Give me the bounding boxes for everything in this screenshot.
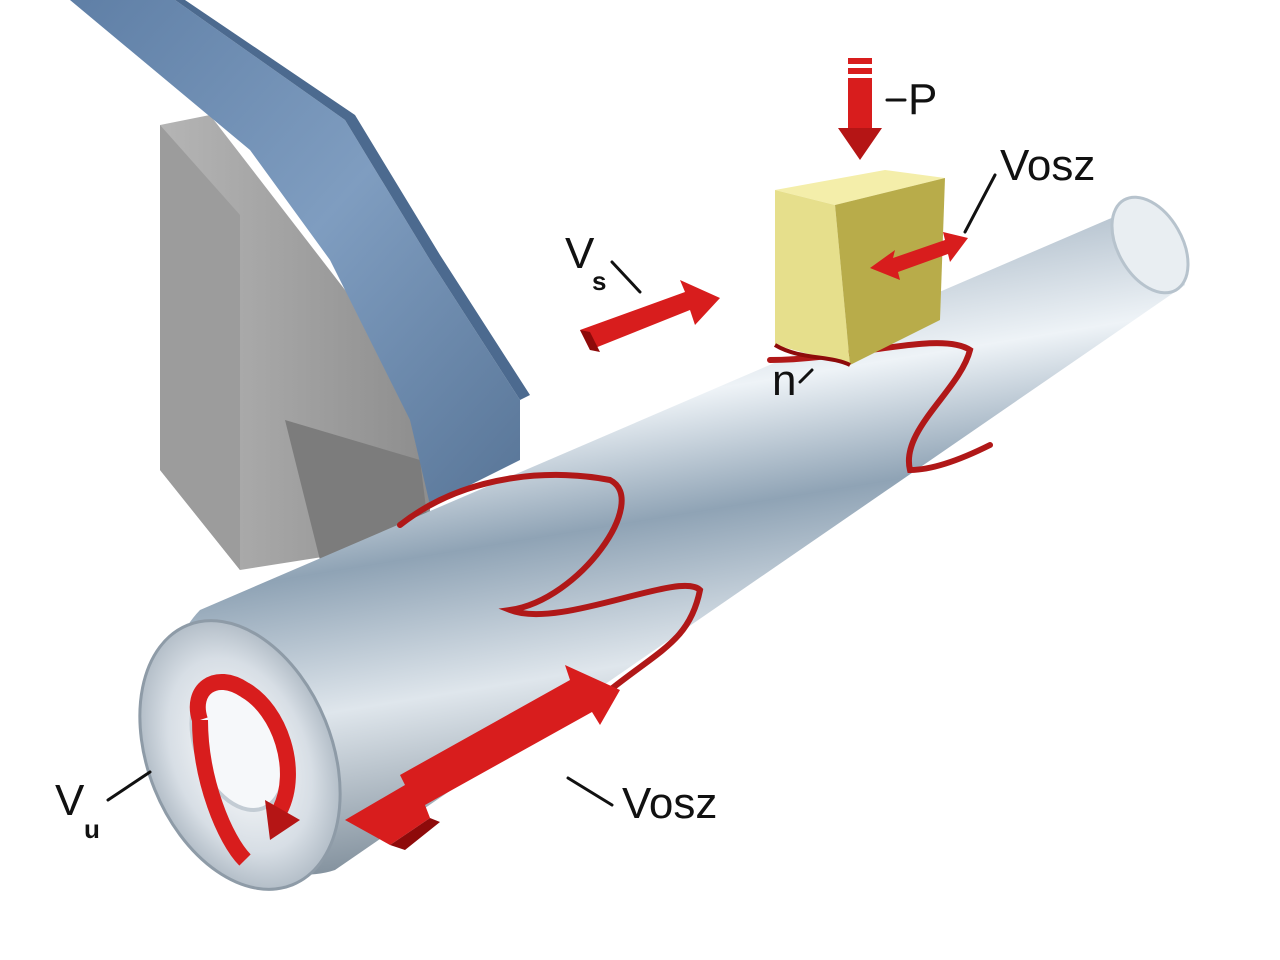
tool-holder — [70, 0, 530, 505]
peripheral-velocity-label: V — [55, 776, 85, 825]
pressure-arrow — [838, 58, 882, 160]
cylinder-far-end — [1110, 195, 1190, 295]
pressure-label: P — [908, 75, 937, 124]
oscillation-label-bottom: Vosz — [622, 779, 717, 828]
peripheral-velocity-subscript: u — [84, 814, 100, 844]
stone-oscillation-arrow — [870, 232, 968, 280]
workpiece-oscillation-arrow — [345, 665, 620, 850]
leader-lines — [106, 98, 997, 807]
stone-mark-label: n — [772, 356, 796, 405]
rotation-arrow — [189, 674, 300, 866]
oscillation-label-top: Vosz — [1000, 141, 1095, 190]
feed-velocity-label: V — [565, 229, 595, 278]
feed-velocity-subscript: s — [592, 266, 606, 296]
feed-velocity-arrow — [580, 280, 720, 352]
support-block — [160, 115, 430, 570]
